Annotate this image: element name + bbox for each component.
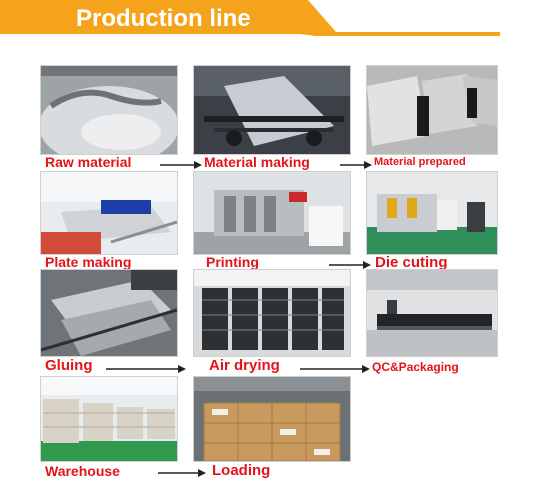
arrow-right-icon (106, 364, 186, 374)
label-gluing: Gluing (45, 357, 93, 374)
photo-air-drying (193, 269, 351, 357)
label-qc-packaging: QC&Packaging (372, 360, 459, 374)
photo-loading (193, 376, 351, 462)
photo-raw-material (40, 65, 178, 155)
label-material-making: Material making (204, 154, 310, 170)
photo-material-prepared (366, 65, 498, 155)
photo-printing (193, 171, 351, 255)
photo-warehouse (40, 376, 178, 462)
arrow-right-icon (158, 468, 206, 478)
label-die-cuting: Die cuting (375, 254, 448, 271)
arrow-right-icon (300, 364, 370, 374)
photo-qc-packaging (366, 269, 498, 357)
header-banner: Production line (0, 0, 556, 40)
arrow-right-icon (340, 160, 372, 170)
label-material-prepared: Material prepared (374, 156, 466, 168)
banner-shape (0, 0, 500, 36)
label-plate-making: Plate making (45, 254, 132, 270)
photo-plate-making (40, 171, 178, 255)
arrow-right-icon (160, 160, 202, 170)
label-warehouse: Warehouse (45, 463, 120, 479)
arrow-right-icon (329, 260, 371, 270)
label-printing: Printing (206, 254, 259, 270)
photo-die-cuting (366, 171, 498, 255)
label-loading: Loading (212, 462, 271, 479)
photo-gluing (40, 269, 178, 357)
page-title: Production line (76, 5, 251, 32)
label-raw-material: Raw material (45, 154, 132, 170)
label-air-drying: Air drying (209, 357, 280, 374)
photo-material-making (193, 65, 351, 155)
